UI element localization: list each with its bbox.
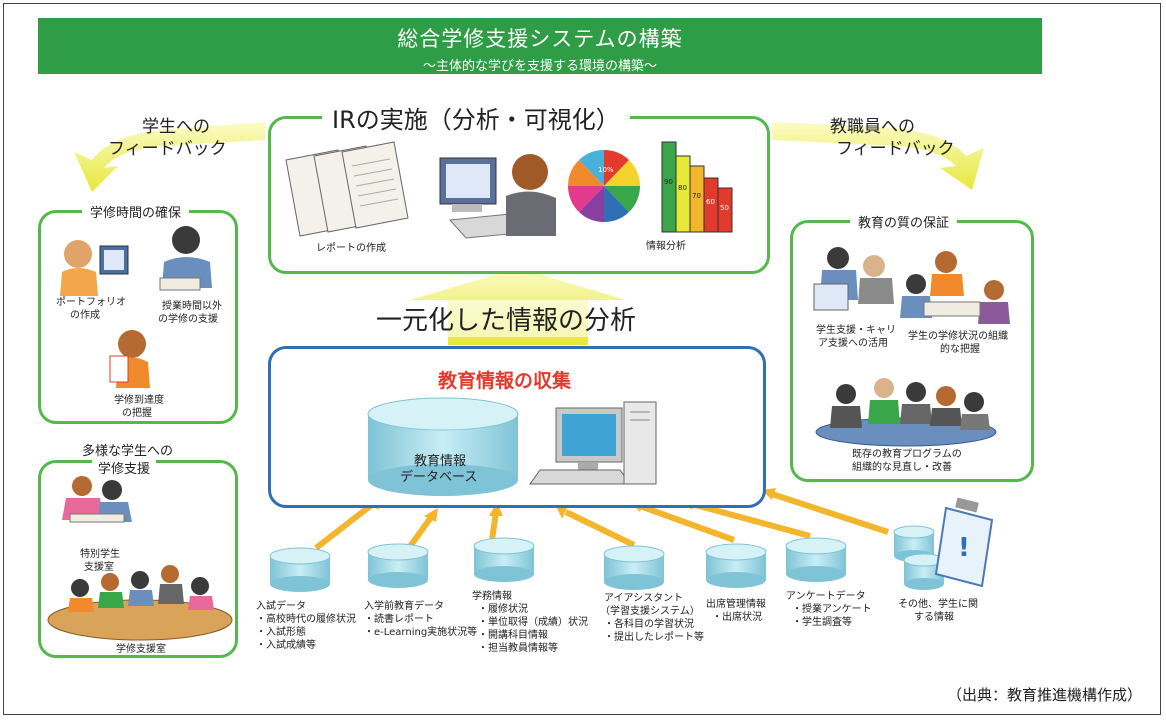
- career-support-label-2: ア支援への活用: [818, 338, 888, 349]
- outside-class-label-1: 授業時間以外: [162, 301, 222, 312]
- pre-entry-data-cylinder-icon: [367, 543, 429, 588]
- person-computer-icon: [439, 154, 556, 239]
- collection-title: 教育情報の収集: [438, 370, 572, 392]
- academic-affairs-heading: 学務情報: [472, 591, 512, 602]
- survey-data-heading: アンケートデータ: [786, 591, 866, 602]
- quality-assurance-title: 教育の質の保証: [850, 212, 958, 231]
- attendance-heading: 出席管理情報: [706, 599, 766, 610]
- database-label-line1: 教育情報: [414, 454, 467, 469]
- program-review-label-2: 組織的な見直し・改善: [852, 462, 952, 473]
- student-feedback-line2: フィードバック: [108, 139, 227, 159]
- study-time-title: 学修時間の確保: [82, 202, 190, 221]
- report-documents-icon: [285, 141, 409, 237]
- achievement-label-1: 学修到達度: [114, 395, 164, 406]
- study-support-room-label: 学修支援室: [116, 644, 166, 655]
- admission-data-item-2: ・入試形態: [256, 627, 306, 638]
- academic-affairs-item-3: ・開講科目情報: [478, 630, 548, 641]
- ir-title: IRの実施（分析・可視化）: [322, 100, 630, 135]
- diverse-support-title-1: 多様な学生への: [76, 440, 180, 459]
- pre-entry-data-item-2: ・e-Learning実施状況等: [364, 627, 478, 638]
- bar-value-4: 60: [706, 198, 715, 206]
- staff-feedback-line2: フィードバック: [836, 139, 955, 159]
- portfolio-label-2: の作成: [70, 310, 100, 321]
- analysis-title: 一元化した情報の分析: [372, 300, 641, 337]
- pie-chart-icon: [567, 149, 641, 223]
- desktop-computer-icon: [529, 401, 657, 485]
- student-feedback-line1: 学生への: [142, 117, 210, 137]
- career-support-icon: [813, 247, 894, 311]
- special-support-label-1: 特別学生: [80, 549, 120, 560]
- report-label: レポートの作成: [316, 243, 386, 254]
- special-support-room-icon: [62, 476, 132, 523]
- outer-frame: [3, 3, 1161, 715]
- i-assistant-subheading: （学習支援システム）: [600, 606, 700, 617]
- bar-chart-icon: [661, 141, 733, 233]
- database-label-line2: データベース: [400, 470, 478, 485]
- i-assistant-item-1: ・各科目の学習状況: [604, 619, 694, 630]
- study-support-room-icon: [47, 565, 233, 641]
- i-assistant-heading: アイアシスタント: [604, 593, 684, 604]
- feedback-arrow-right: [772, 122, 984, 190]
- other-info-cylinders-icon: [893, 525, 945, 590]
- pre-entry-data-item-1: ・読書レポート: [364, 614, 434, 625]
- survey-data-item-1: ・授業アンケート: [792, 604, 872, 615]
- student-status-label-2: 的な把握: [940, 344, 980, 355]
- diverse-support-title-2: 学修支援: [92, 458, 157, 477]
- feedback-arrow-left: [74, 122, 265, 192]
- student-studying-icon: [159, 226, 212, 291]
- portfolio-label-1: ポートフォリオ: [56, 297, 126, 308]
- attendance-cylinder-icon: [705, 543, 767, 588]
- bar-value-3: 70: [692, 192, 701, 200]
- bar-value-2: 80: [678, 184, 687, 192]
- clipboard-icon: !: [934, 497, 994, 588]
- other-info-line1: その他、学生に関: [898, 599, 978, 610]
- academic-affairs-item-1: ・履修状況: [478, 604, 528, 615]
- bar-value-5: 50: [720, 204, 729, 212]
- pre-entry-data-heading: 入学前教育データ: [364, 601, 444, 612]
- i-assistant-cylinder-icon: [603, 545, 665, 590]
- academic-affairs-cylinder-icon: [473, 537, 535, 582]
- banner-title: 総合学修支援システムの構築: [397, 27, 683, 51]
- title-banner: 総合学修支援システムの構築 〜主体的な学びを支援する環境の構築〜: [38, 18, 1042, 74]
- analysis-label: 情報分析: [646, 241, 686, 252]
- attendance-item-1: ・出席状況: [712, 612, 762, 623]
- outside-class-label-2: の学修の支援: [158, 314, 218, 325]
- special-support-label-2: 支援室: [84, 562, 114, 573]
- student-status-label-1: 学生の学修状況の組織: [908, 331, 1008, 342]
- other-info-line2: する情報: [914, 612, 954, 623]
- source-note: （出典：教育推進機構作成）: [946, 686, 1142, 704]
- staff-feedback-line1: 教職員への: [830, 117, 915, 137]
- student-portfolio-icon: [60, 240, 129, 296]
- academic-affairs-item-2: ・単位取得（成績）状況: [478, 617, 588, 628]
- banner-subtitle: 〜主体的な学びを支援する環境の構築〜: [422, 59, 657, 74]
- admission-data-heading: 入試データ: [256, 601, 306, 612]
- survey-data-cylinder-icon: [785, 537, 847, 582]
- student-achievement-icon: [109, 330, 150, 388]
- admission-data-item-1: ・高校時代の履修状況: [256, 614, 356, 625]
- program-review-label-1: 既存の教育プログラムの: [852, 449, 962, 460]
- career-support-label-1: 学生支援・キャリ: [816, 325, 896, 336]
- program-review-meeting-icon: [815, 378, 997, 447]
- academic-affairs-item-4: ・担当教員情報等: [478, 643, 558, 654]
- i-assistant-item-2: ・提出したレポート等: [604, 632, 704, 643]
- admission-data-cylinder-icon: [269, 547, 331, 592]
- bar-value-1: 90: [664, 178, 673, 186]
- svg-text:!: !: [958, 533, 970, 563]
- database-cylinder-icon: [367, 397, 519, 496]
- pie-label: 10%: [598, 166, 614, 174]
- student-status-meeting-icon: [900, 251, 1010, 324]
- admission-data-item-3: ・入試成績等: [256, 640, 316, 651]
- achievement-label-2: の把握: [122, 408, 152, 419]
- survey-data-item-2: ・学生調査等: [792, 617, 852, 628]
